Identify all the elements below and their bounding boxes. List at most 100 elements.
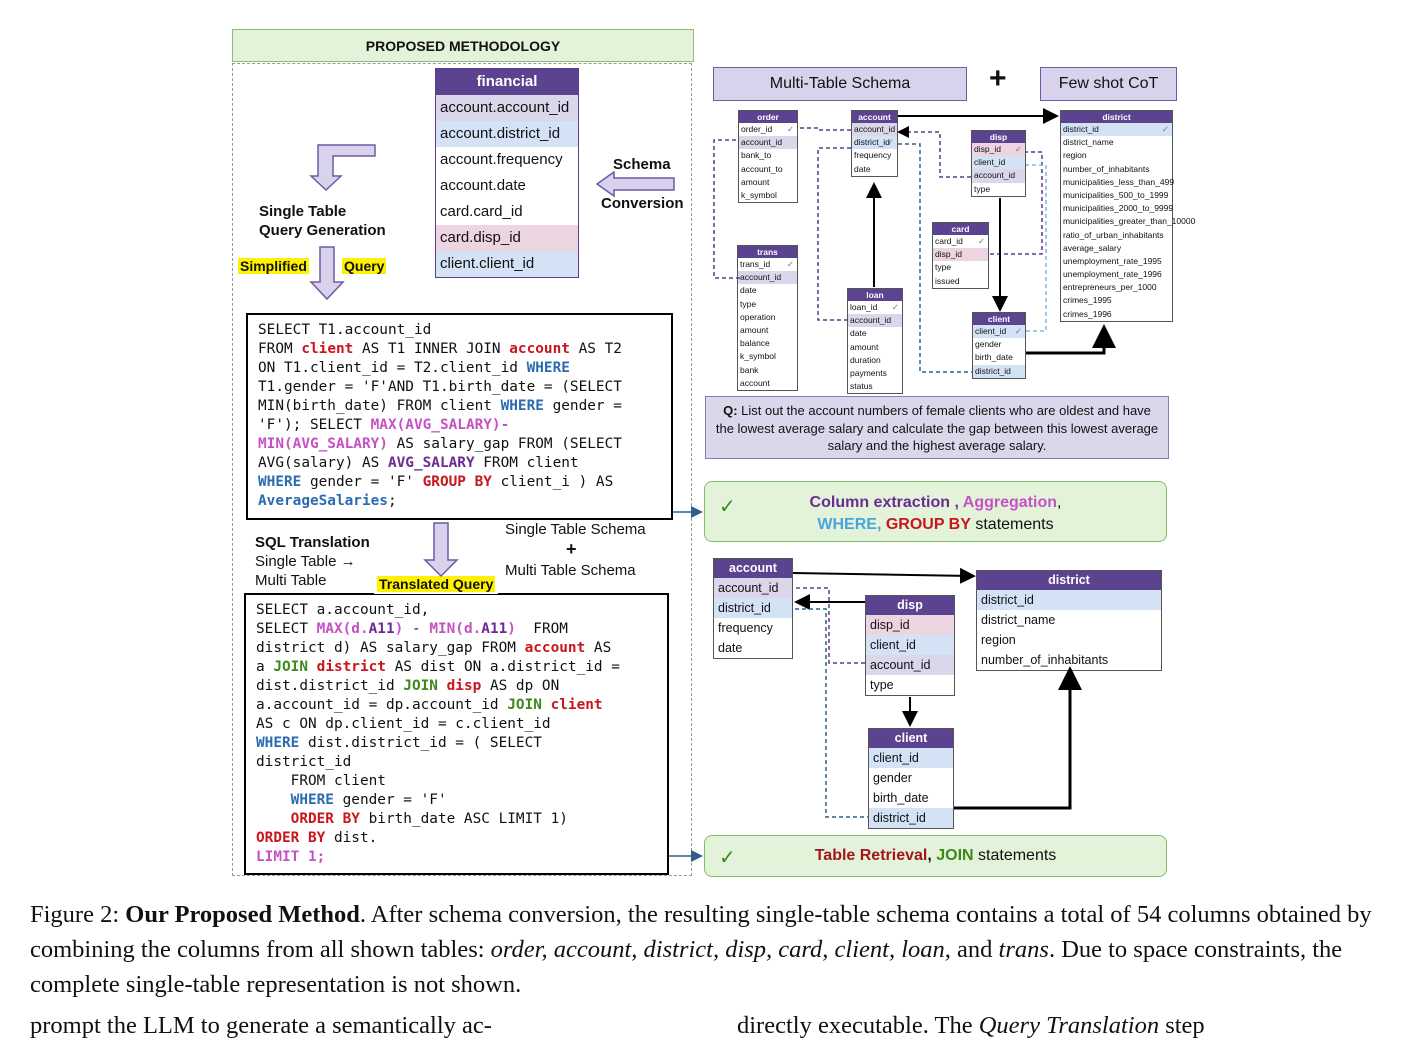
code-token: GROUP BY (422, 474, 492, 490)
join-table-row: district_id (714, 598, 792, 618)
code-token: AVG(salary) AS (258, 455, 388, 471)
join-table-row: birth_date (873, 791, 929, 805)
schema-column-name: trans_id (740, 259, 771, 269)
disp-account-link (897, 126, 971, 178)
code-token: client_i ) AS (491, 474, 614, 490)
schema-column-name: type (935, 262, 952, 273)
schema-column-name: district_name (1063, 137, 1114, 148)
code-token: SELECT T1.account_id (258, 322, 432, 338)
schema-table-row: account_id (972, 169, 1025, 183)
join-table-header: disp (866, 596, 954, 615)
schema-column-name: order_id (741, 124, 773, 134)
code-token: AverageSalaries (258, 493, 388, 509)
caption-text-2: and (950, 936, 999, 963)
methodology-frame (232, 63, 692, 876)
schema-column-name: municipalities_greater_than_10000 (1063, 216, 1196, 227)
body-right-italic: Query Translation (978, 1012, 1160, 1039)
code-line: 'F'); SELECT MAX(AVG_SALARY)- (258, 416, 661, 435)
code-line: WHERE gender = 'F' (256, 791, 657, 810)
order-account-link (800, 127, 852, 131)
schema-column-name: operation (740, 311, 776, 322)
schema-table-row: account_id (739, 136, 797, 150)
schema-table-row: account_id✓ (852, 123, 897, 147)
schema-column-name: k_symbol (740, 351, 776, 362)
schema-column-name: account_id (741, 137, 783, 148)
schema-column-name: date (854, 163, 871, 174)
join-table-row: client_id (866, 635, 954, 655)
code-token: ORDER BY (256, 830, 326, 846)
financial-row: card.card_id (440, 203, 523, 220)
schema-table-row: crimes_1995 (1061, 294, 1172, 307)
group-by-text: GROUP BY (885, 516, 971, 533)
code-line: FROM client AS T1 INNER JOIN account AS … (258, 340, 661, 359)
schema-table-row: type (972, 183, 1025, 196)
code-token: AS dp ON (481, 678, 560, 694)
schema-table-row: payments (848, 367, 902, 380)
caption-text-1: . After schema conversion, the resulting… (30, 901, 1372, 963)
simplified-highlight: Simplified (238, 258, 309, 274)
code-token: MAX(d. (316, 621, 369, 637)
schema-table-row: district_id (852, 136, 897, 150)
schema-column-name: amount (850, 341, 879, 352)
code-token: JOIN (507, 697, 542, 713)
schema-column-name: municipalities_2000_to_9999 (1063, 203, 1174, 214)
join-table-row: client_id (869, 748, 953, 768)
code-line: MIN(birth_date) FROM client WHERE gender… (258, 397, 661, 416)
check-icon: ✓ (719, 496, 736, 518)
schema-column-name: average_salary (1063, 242, 1122, 253)
query-generation-label: Query Generation (259, 222, 386, 239)
schema-column-name: duration (850, 354, 881, 365)
trans-account-link (713, 139, 740, 279)
code-line: a.account_id = dp.account_id JOIN client (256, 696, 657, 715)
code-token: WHERE (256, 735, 300, 751)
sep-1: , (950, 494, 963, 511)
big-account-district-arrow (792, 567, 976, 584)
schema-column-name: region (1063, 150, 1087, 161)
key-check-icon: ✓ (891, 302, 899, 312)
schema-column-name: amount (740, 324, 769, 335)
code-token: WHERE (290, 792, 334, 808)
check-icon: ✓ (719, 847, 736, 869)
join-table-row: gender (873, 771, 912, 785)
code-token: dist.district_id (256, 678, 404, 694)
question-box: Q: List out the account numbers of femal… (705, 396, 1169, 459)
schema-table-row: type (738, 298, 797, 311)
code-line: MIN(AVG_SALARY) AS salary_gap FROM (SELE… (258, 435, 661, 454)
join-table-row: type (870, 678, 894, 692)
code-token: ) (394, 621, 404, 637)
code-token: SELECT a.account_id, (256, 602, 430, 618)
schema-table-row: municipalities_less_than_499 (1061, 176, 1174, 189)
caption-text-3: . Due to space constraints, the complete… (30, 936, 1343, 998)
schema-plus: + (566, 539, 577, 559)
code-token: ORDER BY (290, 811, 360, 827)
schema-column-name: district_id (854, 137, 890, 148)
code-token: AS (585, 640, 612, 656)
schema-column-name: municipalities_500_to_1999 (1063, 189, 1169, 200)
join-table-row: date (718, 641, 743, 655)
statements-text: statements (970, 516, 1054, 533)
schema-column-name: frequency (854, 150, 892, 161)
schema-table-header: trans (738, 246, 797, 258)
code-token: ; (387, 493, 397, 509)
financial-row: account.account_id (436, 95, 578, 121)
code-token: FROM client (474, 455, 579, 471)
schema-table-row: amount (848, 341, 902, 354)
join-table-row: disp_id (866, 615, 954, 635)
code-line: dist.district_id JOIN disp AS dp ON (256, 677, 657, 696)
schema-table-header: account (852, 111, 897, 123)
sql-translation-label: SQL Translation (255, 534, 370, 551)
methodology-title: PROPOSED METHODOLOGY (232, 29, 694, 62)
schema-table-row: disp_id (933, 248, 988, 262)
down-right-arrow (309, 144, 376, 192)
schema-column-name: unemployment_rate_1996 (1063, 269, 1162, 280)
join-table-row: number_of_inhabitants (981, 653, 1109, 667)
schema-table-row: region (1061, 149, 1172, 162)
multi-table-label: Multi Table (255, 572, 327, 589)
code-token: AS salary_gap FROM (SELECT (387, 436, 622, 452)
schema-column-name: account_id (854, 124, 896, 134)
